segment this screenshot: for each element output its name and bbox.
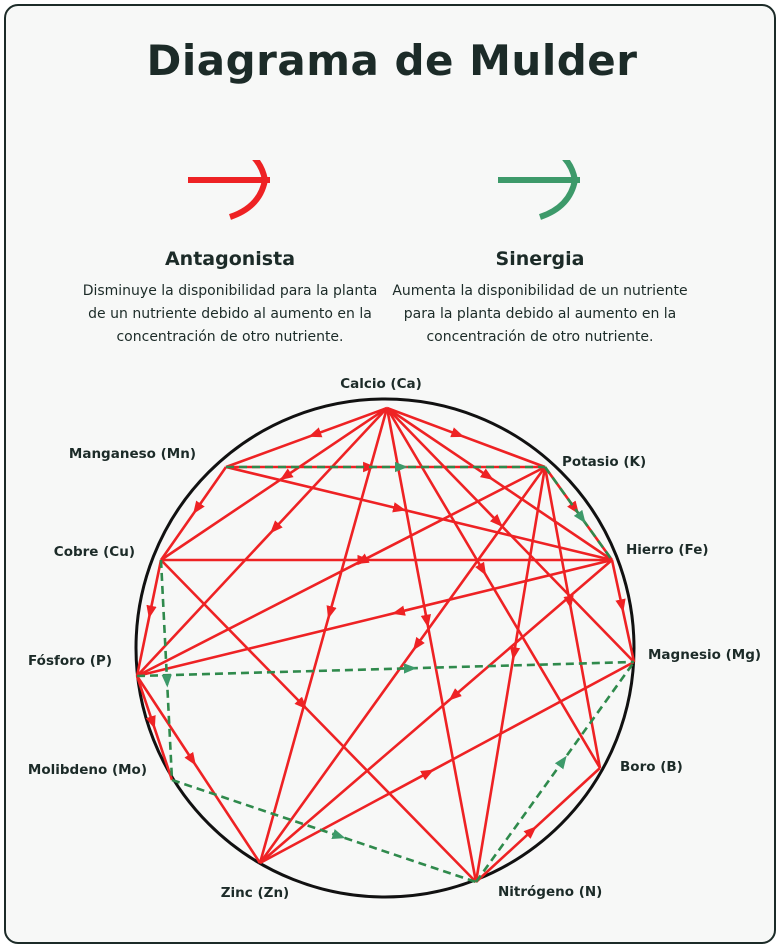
antagonism-line-mn-cu — [159, 466, 228, 561]
diagram-card — [4, 4, 776, 944]
synergy-line-p-mg — [136, 660, 635, 678]
node-label-k: Potasio (K) — [562, 454, 646, 470]
legend-antagonist-title: Antagonista — [164, 248, 296, 270]
antagonism-line-ca-k — [386, 406, 546, 469]
node-label-n: Nitrógeno (N) — [498, 884, 602, 900]
antagonism-line-k-n — [474, 466, 547, 883]
antagonism-line-ca-mg — [386, 407, 635, 663]
antagonism-line-mn-fe — [225, 465, 613, 562]
synergy-line-n-mg — [474, 661, 636, 883]
node-label-mg: Magnesio (Mg) — [648, 647, 761, 663]
node-labels: Calcio (Ca) Potasio (K) Hierro (Fe) Magnesi… — [28, 376, 761, 901]
antagonism-line-cu-n — [160, 559, 477, 883]
node-label-b: Boro (B) — [620, 759, 683, 775]
antagonism-line-k-zn — [258, 466, 547, 864]
node-label-cu: Cobre (Cu) — [54, 544, 135, 560]
antagonism-line-ca-cu — [160, 406, 388, 562]
antagonism-line-p-mo — [135, 675, 174, 781]
antagonism-line-cu-p — [135, 559, 163, 677]
antagonism-line-k-b — [543, 466, 602, 769]
legend-synergy-description: Aumenta la disponibilidad de un nutrient… — [392, 283, 688, 345]
synergy-line-cu-mo — [159, 559, 174, 781]
antagonism-line-ca-fe — [386, 406, 613, 562]
antagonism-line-fe-p — [136, 558, 613, 678]
antagonism-line-ca-n — [385, 407, 478, 883]
antagonism-line-n-b — [475, 767, 601, 883]
antagonism-lines — [135, 406, 636, 883]
node-label-zn: Zinc (Zn) — [221, 885, 289, 901]
node-label-mo: Molibdeno (Mo) — [28, 762, 147, 778]
antagonism-line-ca-mn — [225, 406, 388, 469]
antagonism-line-ca-p — [136, 407, 388, 677]
antagonism-line-fe-mg — [610, 559, 636, 663]
legend-antagonist: Antagonista Disminuye la disponibilidad … — [80, 160, 380, 349]
red-arrow-icon — [188, 160, 270, 220]
antagonism-line-zn-mg — [259, 660, 635, 865]
legend-antagonist-description: Disminuye la disponibilidad para la plan… — [82, 283, 378, 345]
node-label-p: Fósforo (P) — [28, 653, 112, 669]
node-label-ca: Calcio (Ca) — [340, 376, 422, 392]
node-label-mn: Manganeso (Mn) — [69, 446, 196, 462]
legend-synergy: Sinergia Aumenta la disponibilidad de un… — [390, 160, 690, 349]
antagonism-line-fe-zn — [259, 559, 613, 864]
page-title: Diagrama de Mulder — [146, 36, 638, 85]
synergy-line-k-fe — [543, 466, 614, 561]
legend-synergy-title: Sinergia — [495, 248, 585, 270]
synergy-line-mo-n — [171, 778, 477, 884]
antagonism-line-p-zn — [135, 675, 262, 864]
antagonism-line-ca-zn — [258, 407, 389, 864]
nutrient-circle — [134, 397, 636, 899]
node-label-fe: Hierro (Fe) — [626, 542, 709, 558]
synergy-lines — [136, 461, 636, 884]
green-arrow-icon — [498, 160, 580, 220]
